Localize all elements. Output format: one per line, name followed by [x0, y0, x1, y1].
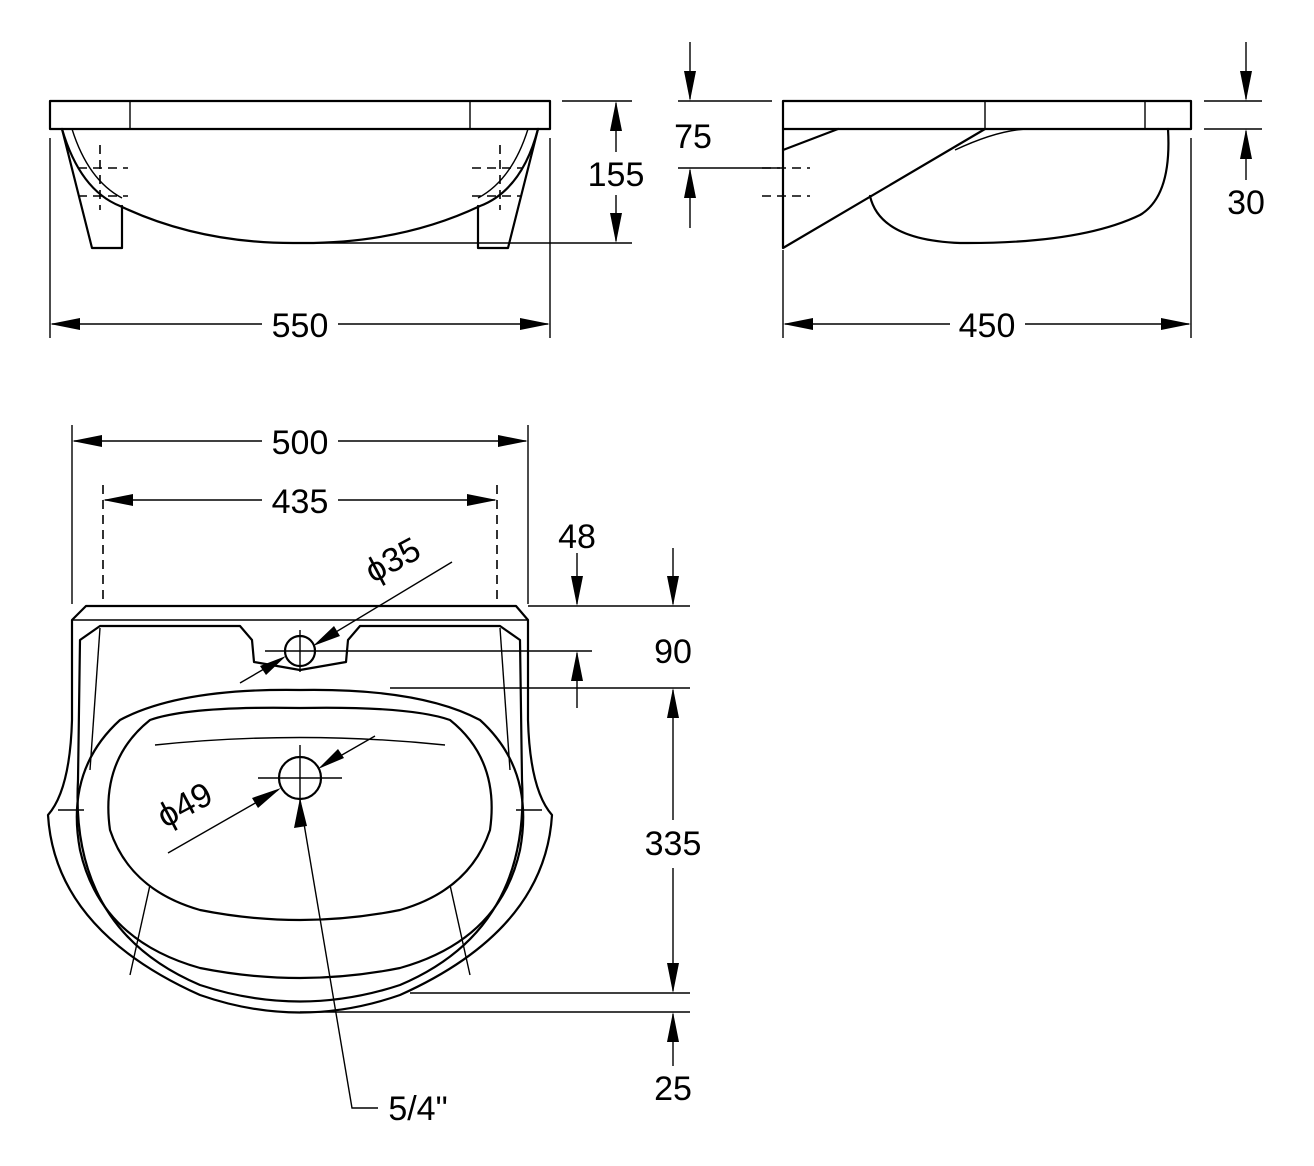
- front-view-rim: [48, 99, 552, 131]
- side-view-rim: [781, 99, 1193, 131]
- front-height-label: 155: [588, 156, 645, 194]
- waste-thread-label: 5/4": [388, 1090, 447, 1128]
- top-view-bowl-basin: [107, 706, 493, 922]
- side-view-wall-bracket: [781, 127, 987, 250]
- overall-width-label: 500: [272, 424, 329, 462]
- tap-to-bowl-label: 90: [654, 633, 692, 671]
- front-view-right-bracket: [476, 127, 540, 250]
- front-view: 550 155: [48, 99, 645, 345]
- front-view-bowl: [60, 127, 540, 245]
- waste-diameter-label: ϕ49: [151, 775, 219, 835]
- front-view-left-bracket: [60, 127, 124, 250]
- side-view: 450 75 30: [674, 42, 1265, 345]
- tap-hole-diameter-label: ϕ35: [359, 530, 427, 590]
- side-offset-label: 75: [674, 118, 712, 156]
- front-width-label: 550: [272, 307, 329, 345]
- side-depth-label: 450: [959, 307, 1016, 345]
- front-rim-label: 25: [654, 1070, 692, 1108]
- side-rim-label: 30: [1227, 184, 1265, 222]
- top-view-bowl-ring: [75, 688, 525, 980]
- top-view: ϕ35 ϕ49 5/4" 500 435: [46, 424, 702, 1128]
- bowl-depth-label: 335: [645, 825, 702, 863]
- inner-width-label: 435: [272, 483, 329, 521]
- side-view-bowl: [868, 127, 1170, 245]
- tap-offset-label: 48: [558, 518, 596, 556]
